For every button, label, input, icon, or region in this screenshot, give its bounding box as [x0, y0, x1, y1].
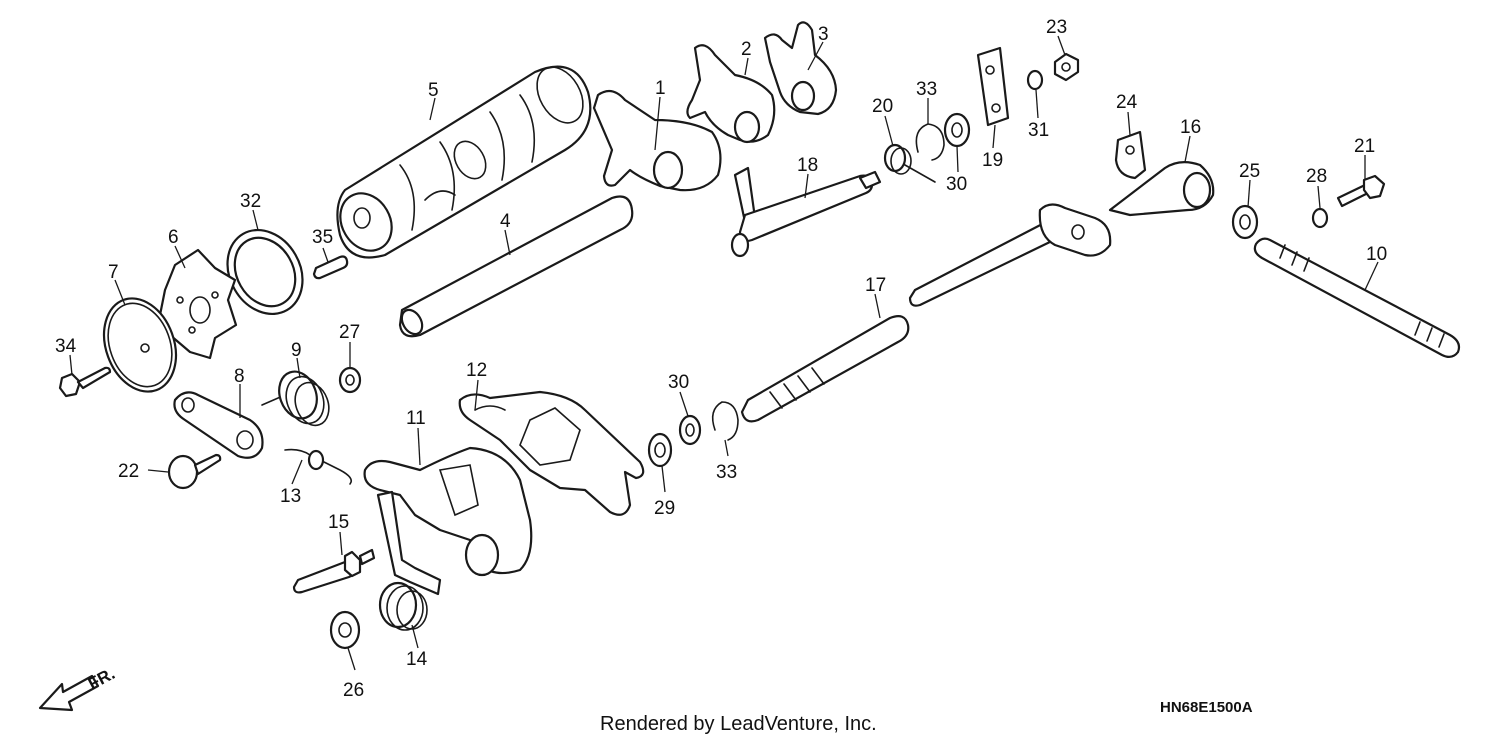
callout-18: 18 [797, 155, 818, 176]
part-bracket-clip [1114, 130, 1147, 180]
callout-32: 32 [240, 191, 261, 212]
part-washer-25 [1231, 204, 1259, 240]
diagram-code: HN68E1500A [1160, 699, 1253, 716]
callout-29: 29 [654, 498, 675, 519]
callout-26: 26 [343, 680, 364, 701]
part-washer-30-upper [943, 112, 971, 148]
part-bolt-22 [167, 453, 222, 490]
callout-9: 9 [291, 340, 302, 361]
part-bolt-34 [58, 366, 112, 398]
part-washer-31 [1026, 69, 1044, 91]
callout-3: 3 [818, 24, 829, 45]
callout-15: 15 [328, 512, 349, 533]
part-washer-28 [1311, 207, 1329, 229]
part-link-plate [976, 46, 1010, 127]
callout-30-lower: 30 [668, 372, 689, 393]
part-shift-fork-3 [763, 21, 838, 116]
callout-2: 2 [741, 39, 752, 60]
callout-10: 10 [1366, 244, 1387, 265]
callout-5: 5 [428, 80, 439, 101]
callout-14: 14 [406, 649, 428, 670]
part-oil-seal [226, 228, 304, 316]
callout-labels: 1 2 3 4 5 6 7 8 9 10 11 12 13 14 15 16 1… [55, 17, 1387, 701]
part-shift-plate [458, 390, 645, 516]
callout-21: 21 [1354, 136, 1375, 157]
part-stud-pin [292, 548, 376, 594]
part-arm-link-14 [376, 490, 442, 631]
callout-28: 28 [1306, 166, 1327, 187]
callout-25: 25 [1239, 161, 1260, 182]
arrow-left-down-icon [38, 674, 100, 712]
part-gearshift-spindle [740, 315, 910, 423]
callout-13: 13 [280, 486, 301, 507]
callout-12: 12 [466, 360, 487, 381]
callout-34: 34 [55, 336, 77, 357]
leader-lines [69, 35, 1379, 671]
part-snap-ring-33-upper [915, 123, 945, 161]
part-spring-20 [883, 143, 936, 183]
part-shift-drum [336, 65, 592, 259]
rendered-by-credit: Rendered by LeadVentʋre, Inc. [600, 713, 877, 735]
part-spring-13 [284, 448, 353, 485]
callout-6: 6 [168, 227, 179, 248]
callout-16: 16 [1180, 117, 1201, 138]
callout-17: 17 [865, 275, 886, 296]
part-tie-rod [1253, 237, 1461, 359]
callout-19: 19 [982, 150, 1003, 171]
part-washer-30-lower [678, 414, 702, 446]
callout-33-lower: 33 [716, 462, 737, 483]
part-dowel-pin [312, 255, 349, 280]
part-snap-ring-33-lower [711, 401, 739, 441]
callout-11: 11 [406, 408, 426, 429]
callout-1: 1 [655, 78, 666, 99]
front-direction-indicator: FR. [38, 664, 118, 712]
part-shift-fork-1 [592, 89, 722, 192]
callout-7: 7 [108, 262, 119, 283]
callout-8: 8 [234, 366, 245, 387]
callout-23: 23 [1046, 17, 1067, 38]
callout-30-upper: 30 [946, 174, 967, 195]
callout-4: 4 [500, 211, 511, 232]
part-shift-arm-shaft [730, 166, 882, 258]
callout-35: 35 [312, 227, 333, 248]
callout-27: 27 [339, 322, 360, 343]
part-washer-29 [647, 432, 673, 468]
part-guide-shaft [398, 195, 634, 338]
part-stopper-arm [173, 391, 264, 459]
part-gearshift-arm [363, 446, 533, 577]
part-bolt-21 [1336, 174, 1386, 208]
part-nut-23 [1053, 52, 1080, 82]
callout-33-upper: 33 [916, 79, 937, 100]
callout-22: 22 [118, 461, 139, 482]
part-washer-26 [329, 610, 361, 650]
part-washer-27 [338, 366, 362, 394]
callout-24: 24 [1116, 92, 1138, 113]
part-stopper-plate [158, 248, 238, 360]
callout-31: 31 [1028, 120, 1049, 141]
part-spindle-upper [908, 203, 1112, 307]
part-pedal-arm [1108, 161, 1215, 217]
part-shift-fork-2 [686, 44, 776, 144]
callout-20: 20 [872, 96, 893, 117]
part-return-spring-9 [261, 370, 330, 427]
